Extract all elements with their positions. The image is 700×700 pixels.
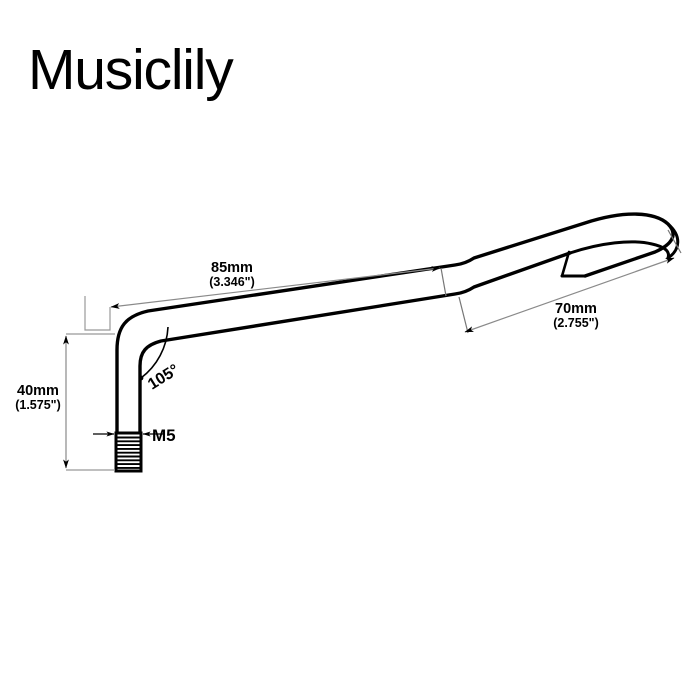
dimension-70mm-extension-left [458, 296, 469, 334]
dimension-40mm-value: 40mm [17, 383, 59, 399]
arm-tip-lower-contour [568, 240, 670, 260]
bend-angle-label: 105° [145, 361, 182, 393]
thread-callout-label: M5 [152, 426, 176, 445]
brand-logo: Musiclily [28, 38, 234, 102]
dimension-85mm-extension-left [84, 296, 111, 331]
dimension-85mm-extension-right [440, 267, 447, 297]
tremolo-arm-body [114, 212, 680, 473]
dimension-40mm-imperial: (1.575") [15, 398, 61, 412]
arm-tip-cap [666, 222, 680, 260]
arm-outer-contour [115, 212, 675, 438]
dimension-85mm-line [110, 266, 441, 309]
dimension-70mm-imperial: (2.755") [553, 316, 599, 330]
dimension-85mm-imperial: (3.346") [209, 275, 255, 289]
dimension-70mm-extension-right [667, 229, 682, 254]
bend-angle-vertex-dot [138, 375, 144, 381]
dimension-70mm-value: 70mm [555, 301, 597, 317]
dimension-70mm-line [464, 257, 675, 333]
dimension-70mm: 70mm (2.755") [458, 229, 682, 334]
thread-ridges [116, 436, 141, 469]
thread-callout-m5: M5 [93, 426, 176, 445]
dimension-85mm-value: 85mm [211, 260, 253, 276]
dimension-85mm: 85mm (3.346") [84, 260, 447, 331]
dimension-40mm: 40mm (1.575") [15, 333, 115, 471]
threaded-stem [114, 431, 143, 473]
bend-angle-arc [140, 326, 169, 379]
